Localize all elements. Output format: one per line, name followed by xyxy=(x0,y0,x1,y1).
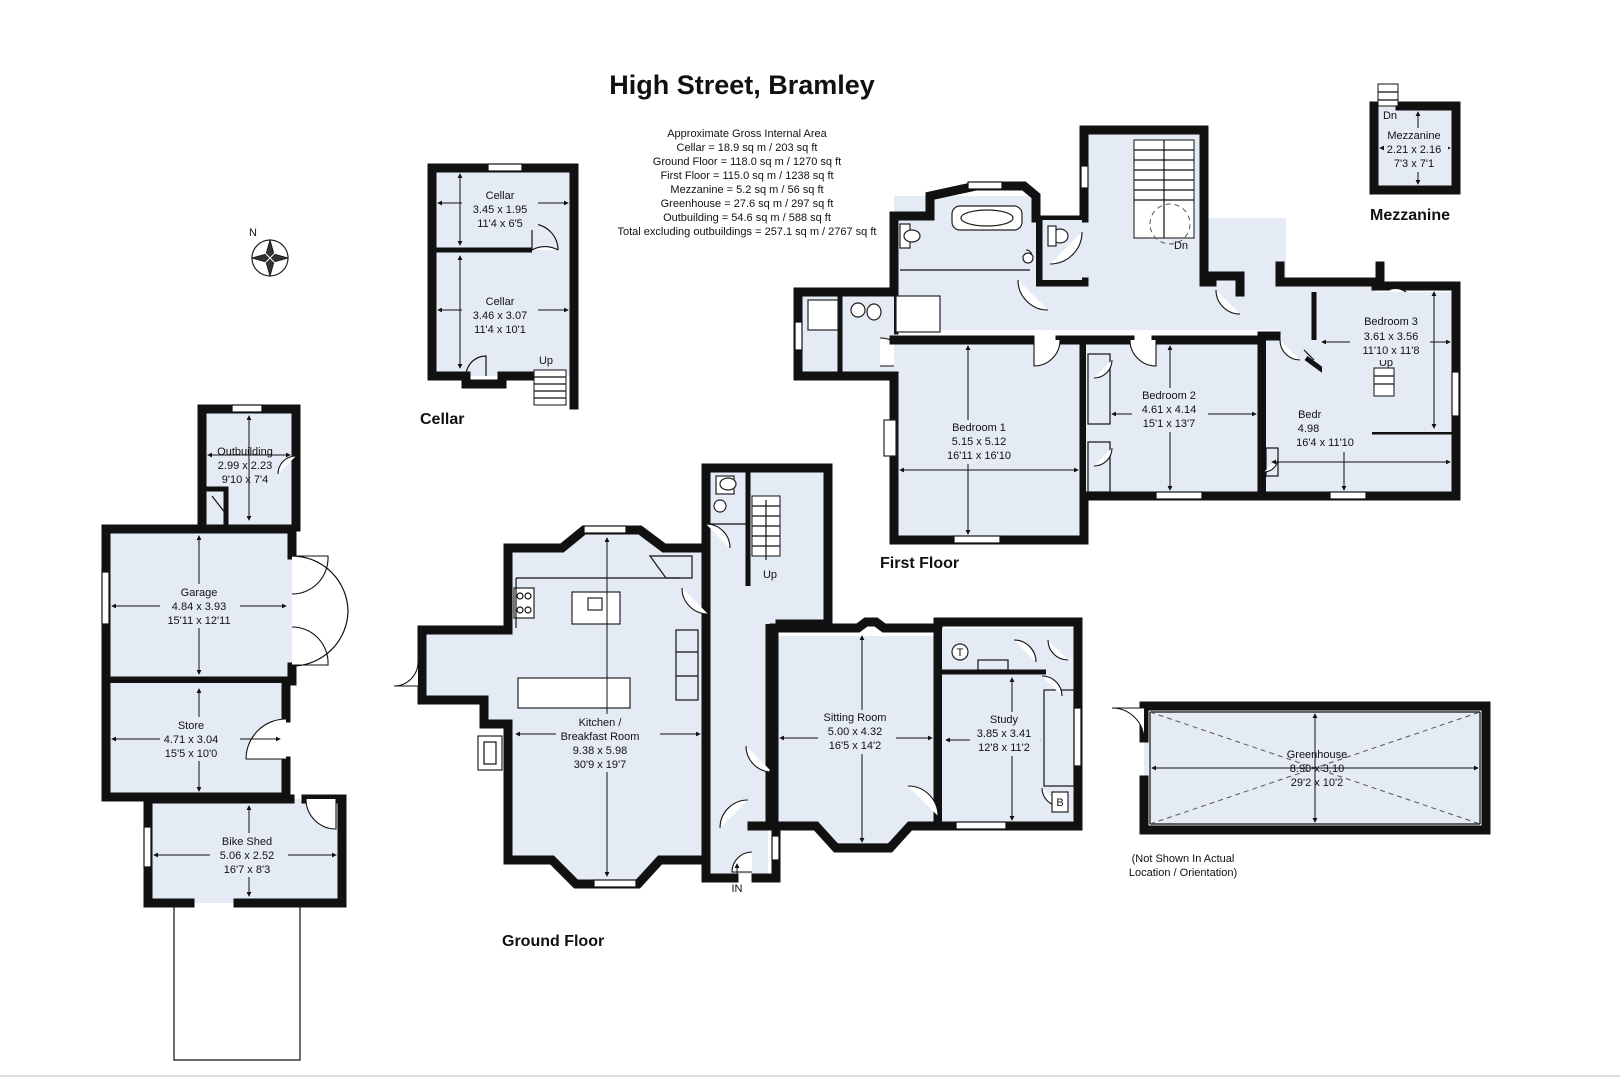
svg-text:15'11 x 12'11: 15'11 x 12'11 xyxy=(167,615,230,627)
svg-text:4.84 x 3.93: 4.84 x 3.93 xyxy=(172,601,226,613)
room-mezzanine: Mezzanine 2.21 x 2.16 7'3 x 7'1 xyxy=(1384,128,1448,172)
entrance-label: IN xyxy=(732,883,743,895)
svg-text:2.99 x 2.23: 2.99 x 2.23 xyxy=(218,460,272,472)
outbuilding-plan: Outbuilding 2.99 x 2.23 9'10 x 7'4 Garag… xyxy=(101,404,349,1061)
room-cellar-1: Cellar 3.45 x 1.95 11'4 x 6'5 xyxy=(462,188,538,230)
room-store: Store 4.71 x 3.04 15'5 x 10'0 xyxy=(160,717,240,761)
area-line: First Floor = 115.0 sq m / 1238 sq ft xyxy=(660,170,833,182)
svg-text:Cellar: Cellar xyxy=(486,190,515,202)
room-bedroom-3: Bedroom 3 3.61 x 3.56 11'10 x 11'8 xyxy=(1350,314,1430,360)
tank-label: T xyxy=(957,647,964,659)
room-outbuilding: Outbuilding 2.99 x 2.23 9'10 x 7'4 xyxy=(217,446,273,486)
svg-text:Mezzanine: Mezzanine xyxy=(1387,130,1440,142)
svg-text:Bedroom 2: Bedroom 2 xyxy=(1142,390,1196,402)
page-title: High Street, Bramley xyxy=(609,70,875,100)
area-line: Approximate Gross Internal Area xyxy=(667,128,827,140)
room-cellar-2: Cellar 3.46 x 3.07 11'4 x 10'1 xyxy=(462,294,538,336)
svg-text:11'4 x 6'5: 11'4 x 6'5 xyxy=(477,218,523,230)
svg-text:Sitting Room: Sitting Room xyxy=(824,712,887,724)
svg-text:16'5 x 14'2: 16'5 x 14'2 xyxy=(829,740,882,752)
area-line: Total excluding outbuildings = 257.1 sq … xyxy=(618,226,877,238)
svg-text:3.85 x 3.41: 3.85 x 3.41 xyxy=(977,728,1031,740)
mezzanine-plan: Dn Mezzanine 2.21 x 2.16 7'3 x 7'1 Mezza… xyxy=(1369,83,1461,224)
svg-text:5.00 x 4.32: 5.00 x 4.32 xyxy=(828,726,882,738)
svg-text:9.38 x 5.98: 9.38 x 5.98 xyxy=(573,745,627,757)
stair-label: Dn xyxy=(1174,240,1188,252)
north-label: N xyxy=(249,227,257,239)
svg-text:30'9 x 19'7: 30'9 x 19'7 xyxy=(574,759,627,771)
boiler-label: B xyxy=(1056,797,1063,809)
first-floor-plan: Dn xyxy=(793,125,1461,572)
room-greenhouse: Greenhouse 8.90 x 3.10 29'2 x 10'2 xyxy=(1287,749,1348,789)
svg-text:3.45 x 1.95: 3.45 x 1.95 xyxy=(473,204,527,216)
floor-label-ground: Ground Floor xyxy=(502,933,604,950)
svg-text:3.61 x 3.56: 3.61 x 3.56 xyxy=(1364,331,1418,343)
svg-text:5.06 x 2.52: 5.06 x 2.52 xyxy=(220,850,274,862)
area-line: Mezzanine = 5.2 sq m / 56 sq ft xyxy=(670,184,823,196)
room-sitting-room: Sitting Room 5.00 x 4.32 16'5 x 14'2 xyxy=(818,710,896,754)
room-bike-shed: Bike Shed 5.06 x 2.52 16'7 x 8'3 xyxy=(210,833,288,877)
cellar-plan: Up Cellar 3.45 x 1.95 11'4 x 6'5 Cellar … xyxy=(420,163,579,428)
floor-label-mezzanine: Mezzanine xyxy=(1370,207,1450,224)
svg-text:8.90 x 3.10: 8.90 x 3.10 xyxy=(1290,763,1344,775)
svg-text:7'3 x 7'1: 7'3 x 7'1 xyxy=(1394,158,1434,170)
svg-text:9'10 x 7'4: 9'10 x 7'4 xyxy=(222,474,268,486)
area-line: Greenhouse = 27.6 sq m / 297 sq ft xyxy=(661,198,834,210)
floor-label-first: First Floor xyxy=(880,555,959,572)
stair-label: Up xyxy=(763,569,777,581)
entrance[interactable]: IN xyxy=(732,863,743,895)
svg-text:16'4 x 11'10: 16'4 x 11'10 xyxy=(1296,437,1354,449)
svg-text:Outbuilding: Outbuilding xyxy=(217,446,273,458)
svg-text:Breakfast Room: Breakfast Room xyxy=(561,731,640,743)
greenhouse-plan: Greenhouse 8.90 x 3.10 29'2 x 10'2 (Not … xyxy=(1111,701,1491,879)
svg-text:11'10 x 11'8: 11'10 x 11'8 xyxy=(1362,345,1419,357)
svg-text:29'2 x 10'2: 29'2 x 10'2 xyxy=(1291,777,1344,789)
area-line: Ground Floor = 118.0 sq m / 1270 sq ft xyxy=(653,156,841,168)
svg-text:15'1 x 13'7: 15'1 x 13'7 xyxy=(1143,418,1196,430)
svg-text:Kitchen /: Kitchen / xyxy=(579,717,623,729)
svg-text:16'11 x 16'10: 16'11 x 16'10 xyxy=(947,450,1011,462)
area-line: Outbuilding = 54.6 sq m / 588 sq ft xyxy=(663,212,831,224)
svg-text:11'4 x 10'1: 11'4 x 10'1 xyxy=(474,324,526,336)
svg-text:3.46 x 3.07: 3.46 x 3.07 xyxy=(473,310,527,322)
room-garage: Garage 4.84 x 3.93 15'11 x 12'11 xyxy=(160,584,240,628)
svg-text:4.61 x 4.14: 4.61 x 4.14 xyxy=(1142,404,1196,416)
area-summary: Approximate Gross Internal Area Cellar =… xyxy=(618,128,877,238)
area-line: Cellar = 18.9 sq m / 203 sq ft xyxy=(677,142,818,154)
svg-text:Cellar: Cellar xyxy=(486,296,515,308)
greenhouse-note: (Not Shown In Actual xyxy=(1132,853,1235,865)
floor-label-cellar: Cellar xyxy=(420,411,464,428)
svg-text:Study: Study xyxy=(990,714,1019,726)
svg-text:Store: Store xyxy=(178,720,204,732)
svg-text:Bedroom 1: Bedroom 1 xyxy=(952,422,1006,434)
room-kitchen: Kitchen / Breakfast Room 9.38 x 5.98 30'… xyxy=(556,714,660,772)
svg-text:Garage: Garage xyxy=(181,587,218,599)
greenhouse-note: Location / Orientation) xyxy=(1129,867,1237,879)
svg-text:4.71 x 3.04: 4.71 x 3.04 xyxy=(164,734,218,746)
room-bedroom-1: Bedroom 1 5.15 x 5.12 16'11 x 16'10 xyxy=(946,420,1028,464)
ground-floor-plan: Kitchen / Breakfast Room 9.38 x 5.98 30'… xyxy=(393,463,1083,950)
svg-text:Bedroom 3: Bedroom 3 xyxy=(1364,316,1418,328)
svg-text:16'7 x 8'3: 16'7 x 8'3 xyxy=(224,864,270,876)
stair-label: Dn xyxy=(1383,110,1397,122)
stair-label: Up xyxy=(539,355,553,367)
compass-icon: N xyxy=(249,227,290,278)
room-study: Study 3.85 x 3.41 12'8 x 11'2 xyxy=(970,712,1040,756)
svg-text:2.21 x 2.16: 2.21 x 2.16 xyxy=(1387,144,1441,156)
svg-text:12'8 x 11'2: 12'8 x 11'2 xyxy=(978,742,1030,754)
svg-text:Greenhouse: Greenhouse xyxy=(1287,749,1348,761)
svg-text:5.15 x 5.12: 5.15 x 5.12 xyxy=(952,436,1006,448)
room-bedroom-2: Bedroom 2 4.61 x 4.14 15'1 x 13'7 xyxy=(1132,388,1208,432)
svg-text:15'5 x 10'0: 15'5 x 10'0 xyxy=(165,748,218,760)
svg-text:Bike Shed: Bike Shed xyxy=(222,836,272,848)
